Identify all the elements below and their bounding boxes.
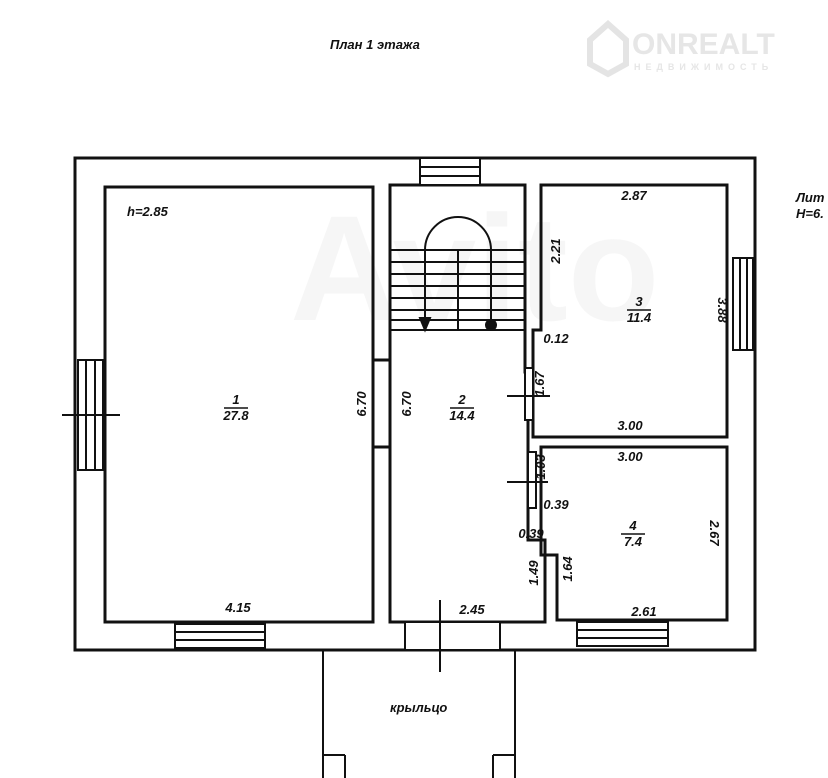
door-room-3 xyxy=(507,367,550,421)
entrance-door xyxy=(404,600,501,672)
dim-r4-left: 1.64 xyxy=(560,556,575,582)
dim-r4-bottom: 2.61 xyxy=(630,604,656,619)
dim-r3-right: 3.88 xyxy=(715,297,730,323)
dim-r1-width: 4.15 xyxy=(224,600,251,615)
dim-r2-length: 6.70 xyxy=(399,391,414,417)
dim-r2-width: 2.45 xyxy=(458,602,485,617)
room-1-number: 1 xyxy=(232,392,239,407)
room-2-area: 14.4 xyxy=(449,408,475,423)
room-4-number: 4 xyxy=(628,518,637,533)
window-top xyxy=(419,157,481,186)
dim-r2-d: 1.49 xyxy=(526,560,541,586)
window-left xyxy=(62,359,120,471)
watermark-subtitle: НЕДВИЖИМОСТЬ xyxy=(634,62,773,72)
dim-r3-bottom: 3.00 xyxy=(617,418,643,433)
window-right xyxy=(732,257,754,351)
room-1-height: h=2.85 xyxy=(127,204,169,219)
lit-label: Лит xyxy=(795,190,825,205)
dim-r2-c: 0.39 xyxy=(518,526,544,541)
room-1-area: 27.8 xyxy=(222,408,249,423)
dim-r3-top: 2.87 xyxy=(620,188,647,203)
dim-r1-length: 6.70 xyxy=(354,391,369,417)
dim-r3-step: 0.12 xyxy=(543,331,569,346)
window-bottom-4 xyxy=(576,621,669,647)
lit-height: Н=6. xyxy=(796,206,824,221)
watermark-brand: ONREALT xyxy=(632,28,775,61)
room-3 xyxy=(531,183,729,439)
dim-r3-left: 2.21 xyxy=(548,238,563,264)
watermark: ONREALT НЕДВИЖИМОСТЬ Avito xyxy=(290,19,775,352)
room-4 xyxy=(539,445,729,622)
staircase xyxy=(390,216,525,333)
dim-r4-right: 2.67 xyxy=(707,519,722,546)
room-4-area: 7.4 xyxy=(624,534,643,549)
plan-title: План 1 этажа xyxy=(330,37,420,52)
dim-r4-step: 0.39 xyxy=(543,497,569,512)
dim-r2-a: 1.67 xyxy=(532,371,547,397)
dim-r4-top: 3.00 xyxy=(617,449,643,464)
room-3-number: 3 xyxy=(635,294,643,309)
window-bottom-1 xyxy=(174,623,266,649)
room-3-area: 11.4 xyxy=(627,310,652,325)
arrow-down-icon xyxy=(418,317,432,333)
porch xyxy=(322,650,516,778)
watermark-overlay: Avito xyxy=(290,184,659,352)
dimensions: 4.15 6.70 6.70 2.45 1.67 1.03 0.39 1.49 … xyxy=(224,188,730,619)
porch-label: крыльцо xyxy=(390,700,447,715)
dim-r2-b: 1.03 xyxy=(533,454,548,480)
room-2-number: 2 xyxy=(457,392,466,407)
watermark-house-icon xyxy=(587,19,629,78)
door-room-4 xyxy=(507,451,548,509)
room-1 xyxy=(103,185,375,624)
